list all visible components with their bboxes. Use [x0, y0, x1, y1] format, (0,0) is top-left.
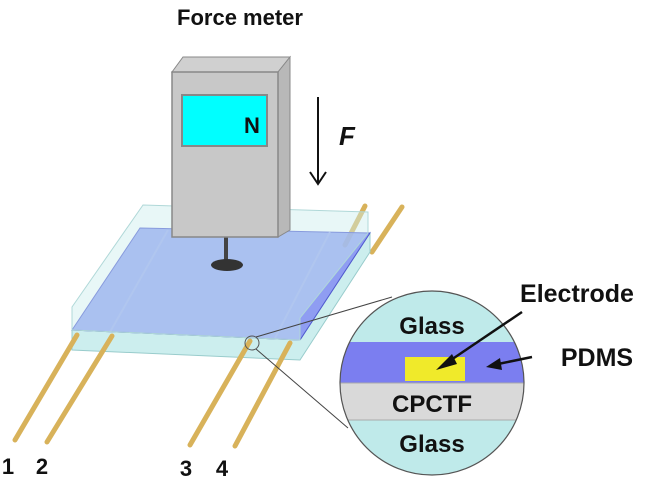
- pin-label-2: 2: [36, 454, 48, 479]
- force-meter: N: [171, 55, 292, 271]
- display-unit: N: [244, 113, 260, 138]
- cross-section-inset: [340, 291, 524, 475]
- electrode: [405, 357, 465, 381]
- force-arrow-icon: [309, 97, 327, 186]
- pin-label-3: 3: [180, 456, 192, 481]
- pin-label-1: 1: [2, 454, 14, 479]
- front-pins: [12, 332, 293, 449]
- zoom-spot: [244, 335, 260, 351]
- layer-cpctf: CPCTF: [392, 391, 472, 418]
- meter-display: [181, 94, 268, 147]
- pdms-label: PDMS: [561, 344, 633, 372]
- title: Force meter: [177, 5, 303, 30]
- callout-arrows: [436, 310, 533, 370]
- upper-glass: [71, 204, 369, 341]
- electrode-label: Electrode: [520, 280, 634, 308]
- layer-glass-bottom: Glass: [399, 431, 464, 458]
- pin-label-4: 4: [216, 456, 229, 481]
- force-label: F: [339, 121, 356, 151]
- layer-glass-top: Glass: [399, 313, 464, 340]
